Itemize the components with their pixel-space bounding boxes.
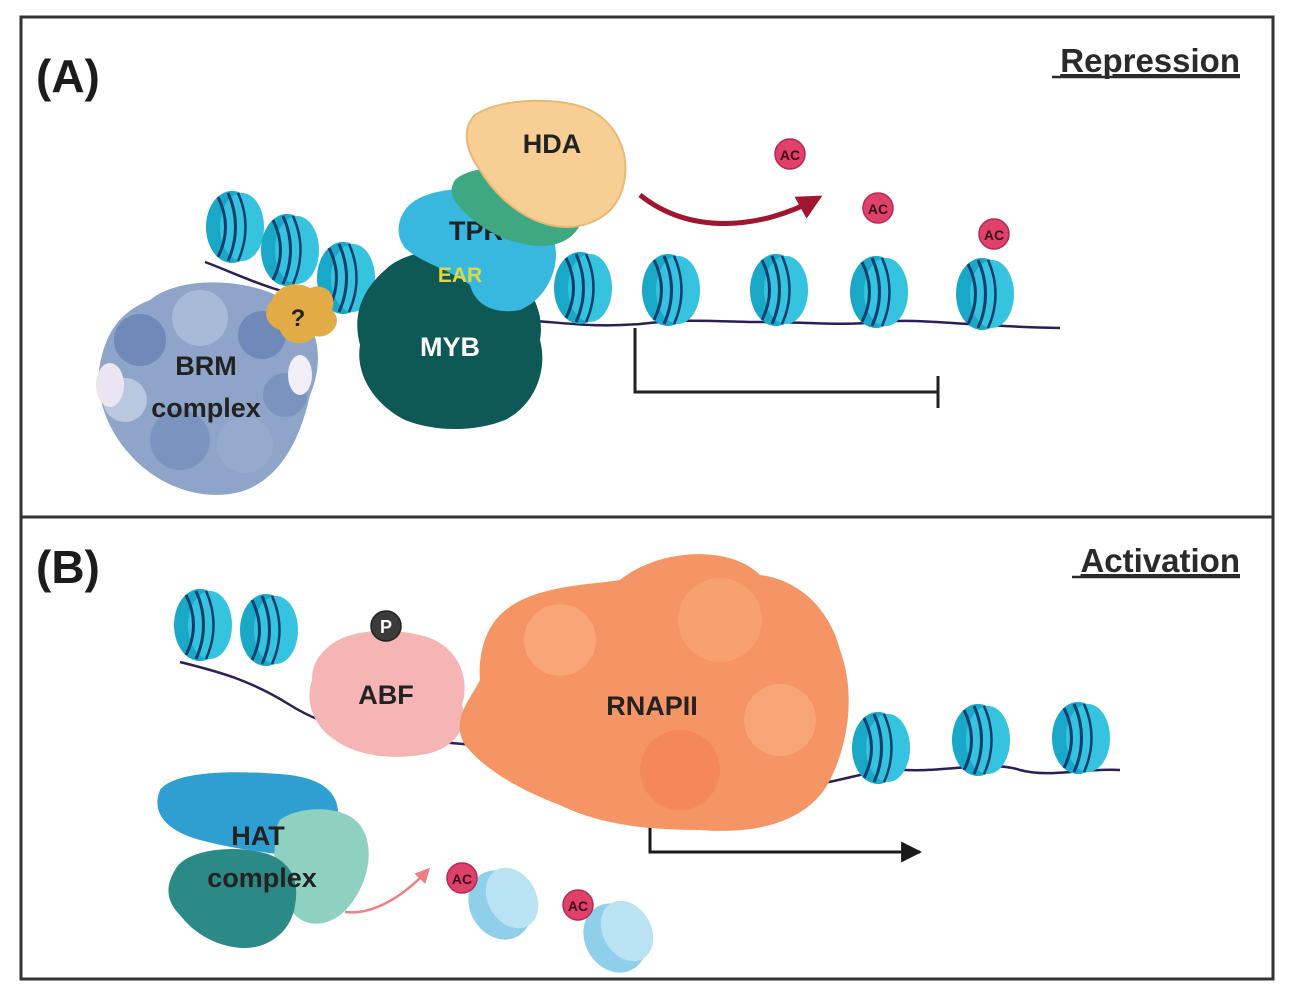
abf-label: ABF [358,680,414,710]
ear-motif-label: EAR [438,264,482,287]
hat-label-line2: complex [207,863,317,893]
free-histone [468,867,539,940]
nucleosome [204,189,266,265]
myb-label: MYB [420,332,480,362]
nucleosome [259,212,321,288]
panel-a-title: Repression [1060,42,1240,79]
panel-b-letter: (B) [36,541,100,593]
hda-protein [465,99,627,228]
rnapii-texture [744,684,816,756]
nucleosome [640,252,702,328]
hat-label-line1: HAT [231,821,285,851]
rnapii-label: RNAPII [606,691,698,721]
nucleosome [552,250,614,326]
nucleosome [1050,700,1112,776]
rnapii-texture [524,604,596,676]
svg-text:AC: AC [984,227,1004,243]
nucleosome [172,587,234,663]
deacetylation-arrow [638,193,823,226]
panel-a-letter: (A) [36,50,100,102]
brm-complex [96,282,318,495]
panel-b-frame [19,515,1275,981]
nucleosome [238,592,300,668]
acetyl-mark: AC [862,192,894,224]
hda-label: HDA [523,129,582,159]
phospho-mark [370,610,402,642]
hat-complex [157,772,369,948]
nucleosome [848,254,910,330]
nucleosome [950,702,1012,778]
brm-label-line2: complex [151,393,261,423]
svg-text:AC: AC [780,147,800,163]
acetylation-arrow [344,867,431,914]
abf-protein [309,630,465,757]
svg-text:AC: AC [868,201,888,217]
brm-label-line1: BRM [175,351,237,381]
svg-text:AC: AC [568,898,588,914]
acetyl-mark: AC [774,138,806,170]
nucleosome [850,710,912,786]
nucleosome [954,256,1016,332]
rnapii-texture [678,578,762,662]
transcription-arrow-b [648,820,923,863]
acetyl-mark: AC [562,889,594,921]
acetyl-mark: AC [446,862,478,894]
unknown-adaptor-brm [266,284,337,344]
acetyl-mark: AC [978,218,1010,250]
rnapii-texture [640,730,720,810]
svg-text:AC: AC [452,871,472,887]
free-histone [583,900,654,973]
phospho-label: P [380,617,392,637]
nucleosome [748,252,810,328]
unknown-adaptor-brm-label: ? [291,305,306,332]
panel-b-title: Activation [1080,542,1240,579]
transcription-line-a [633,328,938,394]
